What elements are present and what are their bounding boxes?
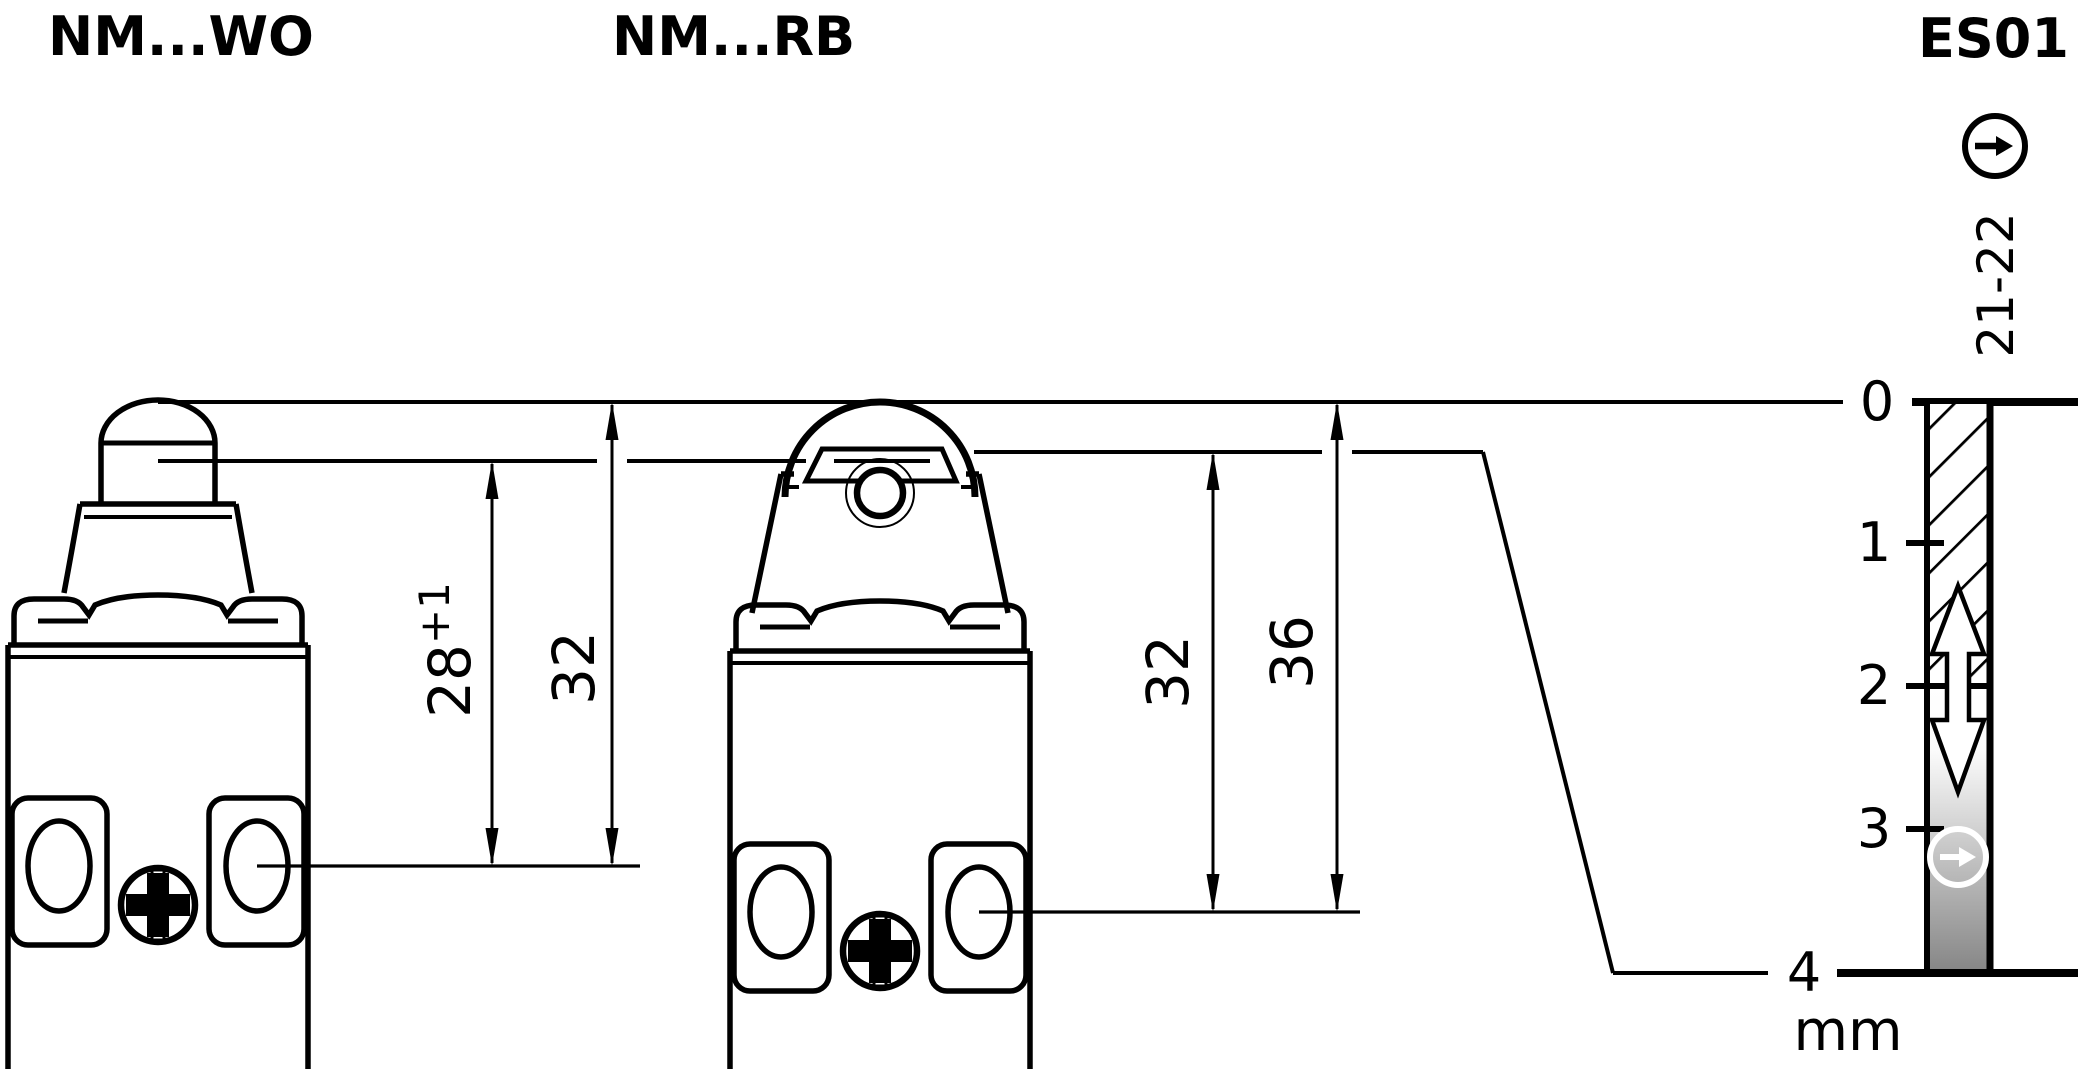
left-switch-drawing [5, 397, 311, 1069]
housing-body [727, 648, 1033, 1069]
scale-unit-label: mm [1793, 999, 1902, 1064]
dimension-32-middle: 32 [979, 452, 1360, 914]
cover-cap [14, 595, 302, 645]
dimension-28plus1-label: 28+1 [410, 582, 485, 718]
bellows [61, 501, 255, 594]
contact-number-label: 21-22 [1967, 212, 2025, 357]
scale-label-3: 3 [1857, 797, 1891, 860]
travel-diagram-title: ES01 [1918, 7, 2069, 70]
actuation-point-circled-arrow-white-icon [1927, 826, 1989, 888]
scale-label-2: 2 [1857, 654, 1891, 717]
switching-direction-circled-arrow-icon [1962, 113, 2028, 179]
roller-plunger [781, 398, 979, 528]
projection-diagonal-line [1481, 451, 1615, 974]
dimension-28plus1: 28+1 [257, 461, 640, 868]
dimension-36: 36 [1258, 402, 1344, 912]
middle-switch-title: NM...RB [612, 5, 855, 68]
dome-plunger [98, 397, 218, 504]
dimension-36-label: 36 [1258, 615, 1326, 689]
housing-body [5, 642, 311, 1069]
travel-range-double-arrow-icon [1928, 579, 1988, 799]
bellows [749, 471, 1011, 614]
middle-plunger-reference-line [974, 450, 1768, 975]
dimension-32-left-label: 32 [540, 631, 608, 705]
scale-label-4: 4 [1787, 941, 1821, 1004]
scale-label-1: 1 [1857, 511, 1891, 574]
scale-label-0: 0 [1860, 370, 1894, 433]
left-switch-title: NM...WO [48, 5, 314, 68]
travel-scale: 0 1 2 3 4 mm 21-22 [1787, 113, 2078, 1064]
middle-switch-drawing [727, 398, 1033, 1069]
mounting-holes [734, 844, 1026, 991]
mounting-holes [12, 798, 304, 945]
dimension-32-left: 32 [540, 402, 619, 866]
cover-cap [736, 601, 1024, 651]
dimension-32-middle-label: 32 [1134, 635, 1202, 709]
